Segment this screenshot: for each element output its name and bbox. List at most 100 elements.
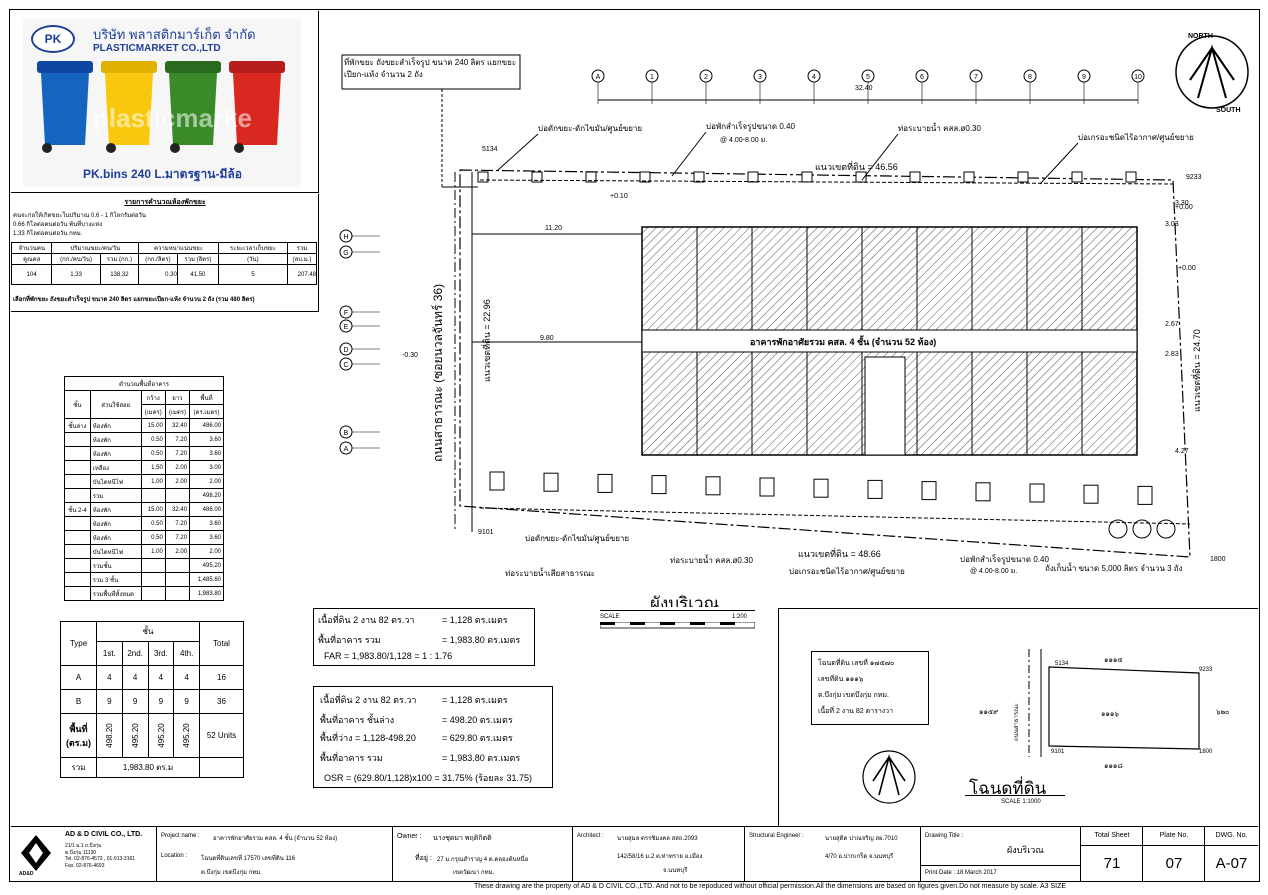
area-cell: 0.50 bbox=[140, 446, 166, 461]
deed-peg-4: 1800 bbox=[1199, 749, 1213, 755]
waste-h-5: ระยะเวลาเก็บขยะ bbox=[217, 242, 288, 254]
water-tank-3 bbox=[1156, 519, 1176, 539]
type-a-total: 16 bbox=[199, 665, 244, 690]
waste-calc-title: รายการคำนวณห้องพักขยะ bbox=[124, 199, 206, 206]
area-cell: 7.20 bbox=[164, 432, 191, 447]
area-cell: 2.00 bbox=[164, 544, 191, 559]
deed-scale: SCALE 1:1000 bbox=[1001, 799, 1041, 805]
area-cell: ห้องพัก bbox=[89, 502, 142, 517]
owner-addr1: 27 ม.กรุณสำราญ 4 ต.คลองต้นหนื่อ bbox=[437, 857, 529, 863]
level-right-mid: +0.00 bbox=[1178, 265, 1196, 272]
deed-l4: เนื้อที่ 2 งาน 82 ตารางวา bbox=[818, 708, 894, 715]
type-h-floor: ชั้น bbox=[96, 621, 200, 642]
area-cell: ห้องพัก bbox=[89, 446, 142, 461]
septic-pit bbox=[693, 171, 705, 183]
area-cell: รวมชั้น bbox=[89, 558, 142, 573]
deed-road: ถนนสาธารณะ bbox=[1014, 703, 1020, 741]
deed-l2: เลขที่ดิน ๑๑๑๖ bbox=[818, 676, 864, 683]
waste-calc-note: เลือกที่พักขยะ ถังขยะสำเร็จรูป ขนาด 240 … bbox=[13, 297, 255, 303]
boundary-top-label: แนวเขตที่ดิน = 46.56 bbox=[815, 160, 898, 172]
drawing-frame bbox=[9, 9, 1260, 882]
waste-v-0: 104 bbox=[10, 264, 53, 285]
green-bin-icon bbox=[165, 61, 221, 153]
waste-v-1: 1.33 bbox=[51, 264, 101, 285]
area-cell: 1.00 bbox=[140, 544, 166, 559]
dwg-value: A-07 bbox=[1215, 855, 1248, 872]
engineer-label: Structural Engineer : bbox=[749, 833, 804, 839]
callout-septic-bot: บ่อพักสำเร็จรูปขนาด 0.40 bbox=[960, 554, 1049, 565]
area-cell: 498.20 bbox=[189, 488, 224, 503]
dim-front-top: 11.20 bbox=[545, 225, 562, 232]
callout-drain-bot: ท่อระบายน้ำ คสล.ø0.30 bbox=[670, 554, 753, 565]
grid-col-label: 8 bbox=[1028, 74, 1032, 81]
waste-v-4: 41.50 bbox=[176, 264, 219, 285]
area-cell bbox=[64, 474, 91, 489]
area-h-0: ชั้น bbox=[64, 390, 91, 419]
deed-l3: ต.บึงกุ่ม เขตบึงกุ่ม กทม. bbox=[818, 692, 889, 699]
dim-right-2: 3.03 bbox=[1165, 221, 1179, 228]
waste-calc-line1: คนจะก่อให้เกิดขยะในปริมาณ 0.6 - 1 กิโลกร… bbox=[13, 213, 147, 219]
firm-name: AD & D CIVIL CO., LTD. bbox=[65, 831, 143, 838]
grid-col-label: A bbox=[596, 74, 601, 81]
footer-note: These drawing are the property of AD & D… bbox=[474, 883, 1067, 890]
osr-l2b: = 498.20 ตร.เมตร bbox=[442, 715, 513, 725]
type-b-f1: 9 bbox=[96, 689, 123, 714]
type-floor-1: 1st. bbox=[96, 641, 123, 666]
septic-pit bbox=[705, 476, 721, 496]
area-cell bbox=[64, 544, 91, 559]
grid-row-label: A bbox=[344, 446, 349, 453]
grid-col-label: 1 bbox=[650, 74, 654, 81]
area-cell: 0.50 bbox=[140, 432, 166, 447]
area-cell: 3.60 bbox=[189, 446, 224, 461]
logo-panel: PK บริษัท พลาสติกมาร์เก็ต จำกัด PLASTICM… bbox=[11, 11, 319, 193]
grid-col-label: 6 bbox=[920, 74, 924, 81]
waste-sh-4: รวม (ลิตร) bbox=[176, 253, 219, 265]
waste-sh-1: (กก./คน/วัน) bbox=[51, 253, 101, 265]
area-h-2: กว้าง bbox=[140, 390, 166, 405]
type-a-label: A bbox=[60, 665, 97, 690]
area-cell: 486.00 bbox=[189, 502, 224, 517]
area-cell: รวม 3 ชั้น bbox=[89, 572, 142, 587]
area-cell: 32.40 bbox=[164, 418, 191, 433]
area-u-2: (เมตร) bbox=[140, 404, 166, 419]
red-bin-icon bbox=[229, 61, 285, 153]
area-table-title: ตำนวณพื้นที่อาคาร bbox=[64, 376, 224, 391]
building-label: อาคารพักอาศัยรวม คสล. 4 ชั้น (จำนวน 52 ห… bbox=[750, 335, 936, 347]
waste-sh-0: คูณคล bbox=[10, 253, 53, 265]
osr-box: เนื้อที่ดิน 2 งาน 82 ตร.วา = 1,128 ตร.เม… bbox=[313, 686, 553, 788]
north-label: NORTH bbox=[1188, 33, 1213, 40]
waste-calc-line2: 0.66 กิโลต่อคนต่อวัน พ้นที่บางแห่ง bbox=[13, 222, 103, 228]
area-cell: เหลือง bbox=[89, 460, 142, 475]
drawing-title-cell: Drawing Title : ผังบริเวณ Print Date : 1… bbox=[921, 827, 1081, 881]
area-cell: ชั้น 2-4 bbox=[64, 502, 91, 517]
grid-col-label: 5 bbox=[866, 74, 870, 81]
callout-drain-public: ท่อระบายน้ำเสียสาธารณะ bbox=[505, 567, 595, 578]
area-cell bbox=[64, 446, 91, 461]
dim-right-4: 2.83 bbox=[1165, 351, 1179, 358]
type-floor-2: 2nd. bbox=[121, 641, 149, 666]
waste-v-6: 207.48 bbox=[286, 264, 318, 285]
septic-pit bbox=[759, 477, 775, 497]
area-cell bbox=[164, 572, 191, 587]
drawing-title-value: ผังบริเวณ bbox=[1007, 845, 1044, 855]
south-label: SOUTH bbox=[1216, 107, 1241, 114]
waste-h-1: ปริมาณขยะ/คน/วัน bbox=[51, 242, 140, 254]
area-cell: 1,485.60 bbox=[189, 572, 224, 587]
septic-pit bbox=[801, 171, 813, 183]
septic-pit bbox=[1017, 171, 1029, 183]
architect-label: Architect : bbox=[577, 833, 604, 839]
total-sheet-cell: Total Sheet 71 bbox=[1081, 827, 1143, 881]
area-cell bbox=[140, 558, 166, 573]
septic-pit bbox=[639, 171, 651, 183]
engineer-cell: Structural Engineer : นายสุติด ปาณจริญ ส… bbox=[745, 827, 921, 881]
septic-pit bbox=[477, 171, 489, 183]
area-cell bbox=[64, 572, 91, 587]
watermark: plasticmarke bbox=[93, 103, 252, 133]
septic-pit bbox=[585, 171, 597, 183]
blue-bin-icon bbox=[37, 61, 93, 153]
area-cell: 2.00 bbox=[189, 544, 224, 559]
owner-cell: Owner : นางชุดมา พฤติกิตติ ที่อยู่ : 27 … bbox=[393, 827, 573, 881]
firm-fax: Fax. 02-876-4693 bbox=[65, 863, 105, 869]
